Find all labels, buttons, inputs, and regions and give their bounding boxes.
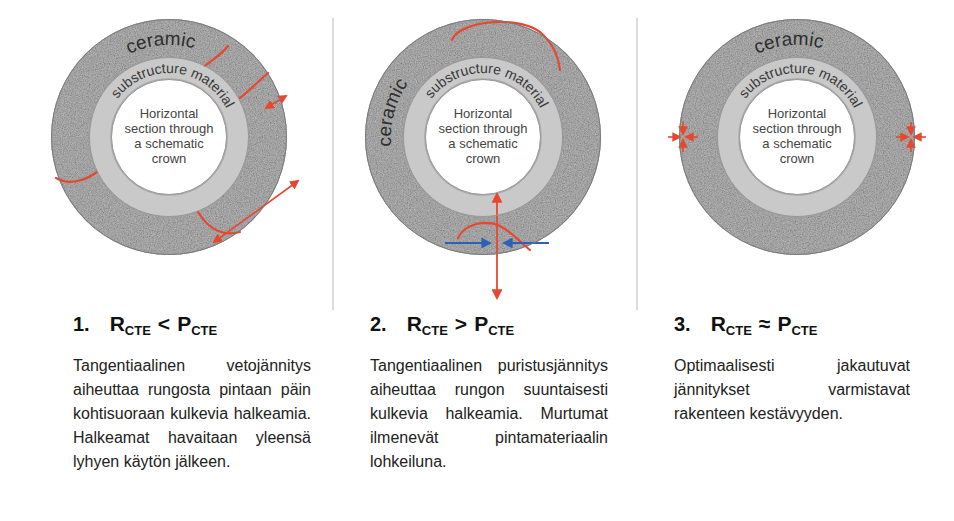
case-number: 3. <box>674 313 691 335</box>
symbol-letter: R <box>407 312 422 335</box>
circle-border <box>718 58 877 217</box>
description-text: Optimaalisesti jakautuvat jännitykset va… <box>674 354 910 426</box>
core-circle: Horizontal section through a schematic c… <box>739 79 855 195</box>
substructure-label: substructure material <box>421 60 552 110</box>
symbol-letter: P <box>474 312 488 335</box>
section-caption: Horizontal section through a schematic c… <box>749 107 845 167</box>
ceramic-label: ceramic <box>122 28 197 58</box>
circle-border <box>52 20 287 255</box>
crown-section <box>51 19 287 255</box>
core-circle: Horizontal section through a schematic c… <box>425 79 541 195</box>
ceramic-label: ceramic <box>750 28 825 58</box>
core-text-wrap: Horizontal section through a schematic c… <box>111 79 227 195</box>
core-circle <box>111 79 227 195</box>
separator-line <box>636 18 638 310</box>
case-heading: 3.RCTE≈PCTE <box>674 312 817 338</box>
substructure-circle: substructure materialHorizontal section … <box>403 57 563 217</box>
case-heading: 1.RCTE<PCTE <box>73 312 217 338</box>
symbol-letter: P <box>177 312 191 335</box>
ceramic-ring <box>51 19 287 255</box>
symbol-letter: R <box>711 312 726 335</box>
relation-sign: ≈ <box>759 312 771 335</box>
section-caption: Horizontal section through a schematic c… <box>435 107 531 167</box>
core-text-wrap: Horizontal section through a schematic c… <box>425 79 541 195</box>
symbol-subscript: CTE <box>422 323 448 338</box>
core-circle <box>425 79 541 195</box>
description-text: Tangentiaalinen vetojännitys aiheuttaa r… <box>73 354 311 474</box>
crack-lines <box>56 46 268 233</box>
symbol-letter: R <box>110 312 125 335</box>
ceramic-circle: ceramicsubstructure materialHorizontal s… <box>679 19 915 255</box>
ceramic-ring <box>679 19 915 255</box>
crown-section <box>365 19 601 255</box>
section-caption: Horizontal section through a schematic c… <box>121 107 217 167</box>
substructure-label: substructure material <box>107 60 238 110</box>
symbol-subscript: CTE <box>191 323 217 338</box>
core-circle <box>739 79 855 195</box>
substructure-circle: substructure materialHorizontal section … <box>89 57 249 217</box>
ceramic-label: ceramic <box>374 74 412 147</box>
core-text-wrap: Horizontal section through a schematic c… <box>739 79 855 195</box>
description-text: Tangentiaalinen puristusjännitys aiheutt… <box>370 354 608 474</box>
symbol-subscript: CTE <box>726 323 752 338</box>
stress-arrow <box>445 194 549 298</box>
ceramic-texture <box>51 19 287 255</box>
substructure-circle: substructure materialHorizontal section … <box>717 57 877 217</box>
symbol-subscript: CTE <box>791 323 817 338</box>
symbol-subscript: CTE <box>125 323 151 338</box>
circle-border <box>112 80 227 195</box>
circle-border <box>426 80 541 195</box>
ceramic-circle: ceramicsubstructure materialHorizontal s… <box>51 19 287 255</box>
ceramic-ring <box>365 19 601 255</box>
circle-border <box>366 20 601 255</box>
circle-border <box>680 20 915 255</box>
substructure-ring <box>403 57 563 217</box>
case-heading: 2.RCTE>PCTE <box>370 312 514 338</box>
symbol-letter: P <box>777 312 791 335</box>
circle-border <box>404 58 563 217</box>
circle-border <box>740 80 855 195</box>
substructure-ring <box>717 57 877 217</box>
crown-section <box>679 19 915 255</box>
case-number: 2. <box>370 313 387 335</box>
ceramic-texture <box>365 19 601 255</box>
ceramic-circle: ceramicsubstructure materialHorizontal s… <box>365 19 601 255</box>
case-number: 1. <box>73 313 90 335</box>
relation-sign: > <box>455 312 467 335</box>
ceramic-texture <box>679 19 915 255</box>
relation-sign: < <box>158 312 170 335</box>
separator-line <box>332 18 334 310</box>
substructure-ring <box>89 57 249 217</box>
substructure-label: substructure material <box>735 60 866 110</box>
circle-border <box>90 58 249 217</box>
symbol-subscript: CTE <box>488 323 514 338</box>
core-circle: Horizontal section through a schematic c… <box>111 79 227 195</box>
